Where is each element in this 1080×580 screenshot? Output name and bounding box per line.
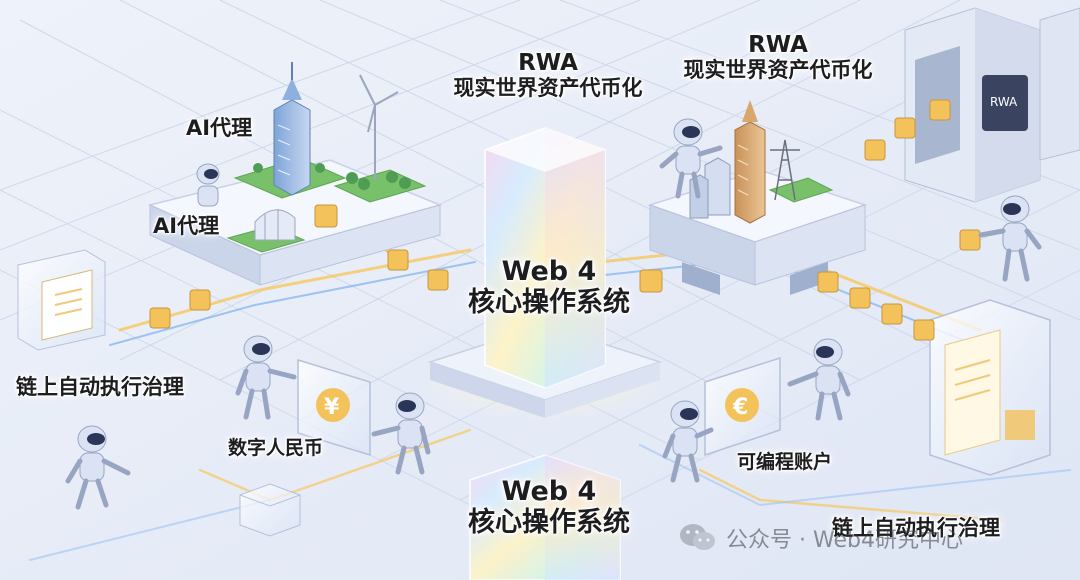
- token: [387, 249, 409, 271]
- label-text: AI代理: [186, 116, 253, 140]
- label-programmable-account: 可编程账户: [737, 451, 833, 474]
- robot: [65, 425, 131, 510]
- label-subtitle: 核心操作系统: [468, 507, 630, 539]
- label-subtitle: 核心操作系统: [468, 287, 630, 319]
- label-subtitle: 现实世界资产代币化: [683, 58, 873, 83]
- trace-blue: [109, 261, 476, 346]
- euro-card: €: [704, 356, 781, 457]
- yuan-symbol: ¥: [324, 395, 340, 420]
- watermark: 公众号 · Web4研究中心: [678, 518, 963, 558]
- token: [881, 303, 903, 325]
- token: [849, 287, 871, 309]
- trace-blue: [29, 499, 271, 561]
- trace-gold: [698, 468, 1002, 522]
- label-title: RWA: [518, 50, 578, 76]
- token: [864, 139, 886, 161]
- label-text: 链上自动执行治理: [832, 516, 1000, 540]
- robot: [787, 338, 851, 421]
- token: [149, 307, 171, 329]
- token: [913, 319, 935, 341]
- power-pylon: [770, 139, 800, 201]
- label-governance-left: 链上自动执行治理: [16, 375, 184, 399]
- label-text: 链上自动执行治理: [16, 375, 184, 399]
- gold-skyscraper: [734, 100, 766, 224]
- token: [189, 289, 211, 311]
- label-web4-center: Web 4 核心操作系统: [454, 256, 644, 318]
- rwa-machine: RWA: [904, 7, 1080, 203]
- small-glass-cube: [239, 483, 301, 537]
- dome-building: [254, 209, 296, 241]
- label-title: Web 4: [501, 256, 597, 287]
- label-ai-agent-top: AI代理: [186, 116, 252, 140]
- token: [929, 99, 951, 121]
- label-web4-bottom: Web 4 核心操作系统: [454, 476, 644, 538]
- skyscraper: [273, 62, 311, 196]
- euro-symbol: €: [732, 395, 748, 420]
- left-city-platform: [147, 62, 443, 286]
- yuan-card: ¥: [297, 358, 371, 457]
- label-digital-rmb: 数字人民币: [228, 437, 324, 460]
- token: [314, 204, 338, 228]
- gold-tokens: [149, 99, 981, 341]
- building-small: [704, 157, 731, 216]
- watermark-text: 公众号 · Web4研究中心: [726, 528, 963, 553]
- robot: [978, 195, 1042, 282]
- robot: [662, 400, 714, 483]
- robot: [196, 163, 220, 207]
- label-governance-right: 链上自动执行治理: [832, 516, 1000, 540]
- document-stack-left: [17, 249, 106, 351]
- token: [639, 269, 663, 293]
- token: [959, 229, 981, 251]
- label-rwa-center: RWA 现实世界资产代币化: [436, 50, 660, 101]
- label-ai-agent-bottom: AI代理: [153, 214, 219, 238]
- trees: [253, 163, 411, 190]
- token: [427, 269, 449, 291]
- wind-turbine: [359, 74, 399, 180]
- label-rwa-right: RWA 现实世界资产代币化: [666, 32, 890, 83]
- label-text: 数字人民币: [228, 437, 324, 459]
- bottom-prism: [469, 454, 621, 580]
- label-title: Web 4: [501, 476, 597, 507]
- trace-blue: [639, 444, 1071, 507]
- robot: [659, 118, 723, 199]
- wechat-icon: [680, 524, 715, 550]
- token: [817, 271, 839, 293]
- rwa-screen-label: RWA: [990, 95, 1018, 109]
- right-city-platform: [647, 100, 868, 295]
- label-title: RWA: [748, 32, 808, 58]
- glass-document-tower: [929, 299, 1051, 476]
- robot: [371, 392, 431, 475]
- label-text: 可编程账户: [737, 451, 833, 473]
- label-subtitle: 现实世界资产代币化: [453, 76, 643, 101]
- robot: [235, 335, 297, 420]
- token: [894, 117, 916, 139]
- central-prism: [425, 127, 665, 420]
- label-text: AI代理: [153, 214, 220, 238]
